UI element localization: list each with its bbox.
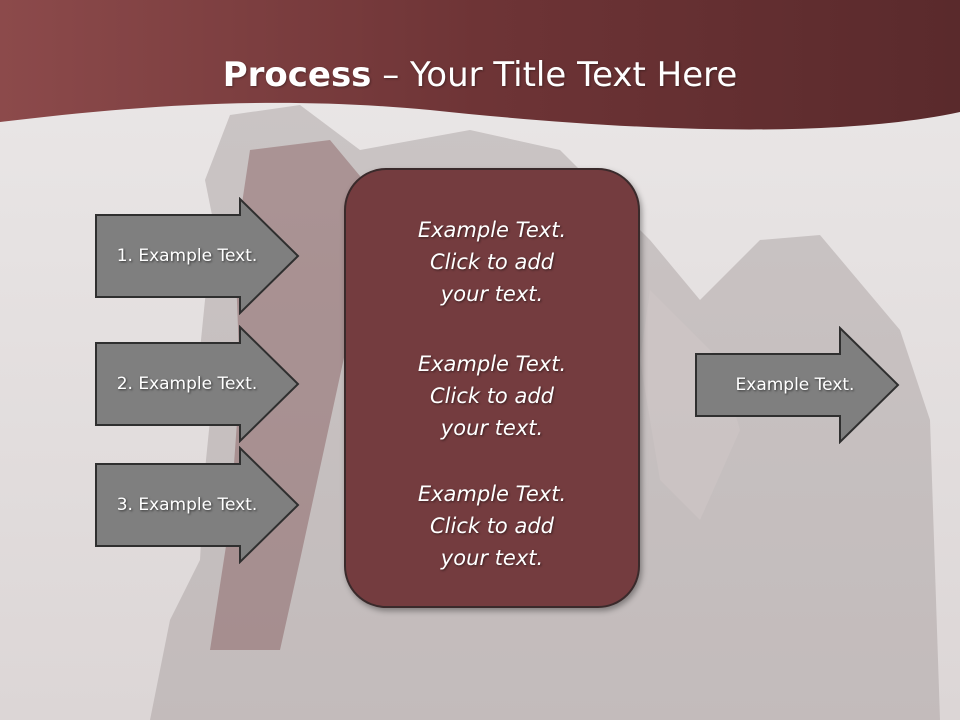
left-arrow-2[interactable]: 2. Example Text. — [94, 324, 300, 444]
right-arrow[interactable]: Example Text. — [694, 325, 900, 445]
center-block-3: Example Text. Click to add your text. — [346, 478, 638, 574]
left-arrow-3[interactable]: 3. Example Text. — [94, 445, 300, 565]
center-block-3-line-1: Example Text. — [417, 482, 567, 506]
title-banner — [0, 0, 960, 130]
slide-title[interactable]: Process – Your Title Text Here — [0, 50, 960, 100]
center-text-box[interactable]: Example Text. Click to add your text. Ex… — [344, 168, 640, 608]
arrow-shape — [95, 324, 300, 444]
center-block-1-line-1: Example Text. — [417, 218, 567, 242]
center-block-1: Example Text. Click to add your text. — [346, 214, 638, 310]
center-block-3-line-3: your text. — [440, 546, 544, 570]
center-block-1-line-2: Click to add — [429, 250, 554, 274]
right-arrow-label: Example Text. — [735, 375, 855, 395]
center-block-2: Example Text. Click to add your text. — [346, 348, 638, 444]
center-block-1-line-3: your text. — [440, 282, 544, 306]
title-bold: Process — [222, 55, 372, 95]
left-arrow-2-label: 2. Example Text. — [116, 374, 258, 394]
left-arrow-1[interactable]: 1. Example Text. — [94, 196, 300, 316]
statue-highlight — [640, 290, 740, 520]
center-block-2-line-2: Click to add — [429, 384, 554, 408]
center-block-2-line-1: Example Text. — [417, 352, 567, 376]
left-arrow-1-label: 1. Example Text. — [116, 246, 258, 266]
title-rest: – Your Title Text Here — [371, 55, 738, 95]
left-arrow-3-label: 3. Example Text. — [116, 495, 258, 515]
center-block-3-line-2: Click to add — [429, 514, 554, 538]
arrow-shape — [95, 445, 300, 565]
arrow-shape — [95, 196, 300, 316]
center-block-2-line-3: your text. — [440, 416, 544, 440]
arrow-shape — [695, 325, 900, 445]
